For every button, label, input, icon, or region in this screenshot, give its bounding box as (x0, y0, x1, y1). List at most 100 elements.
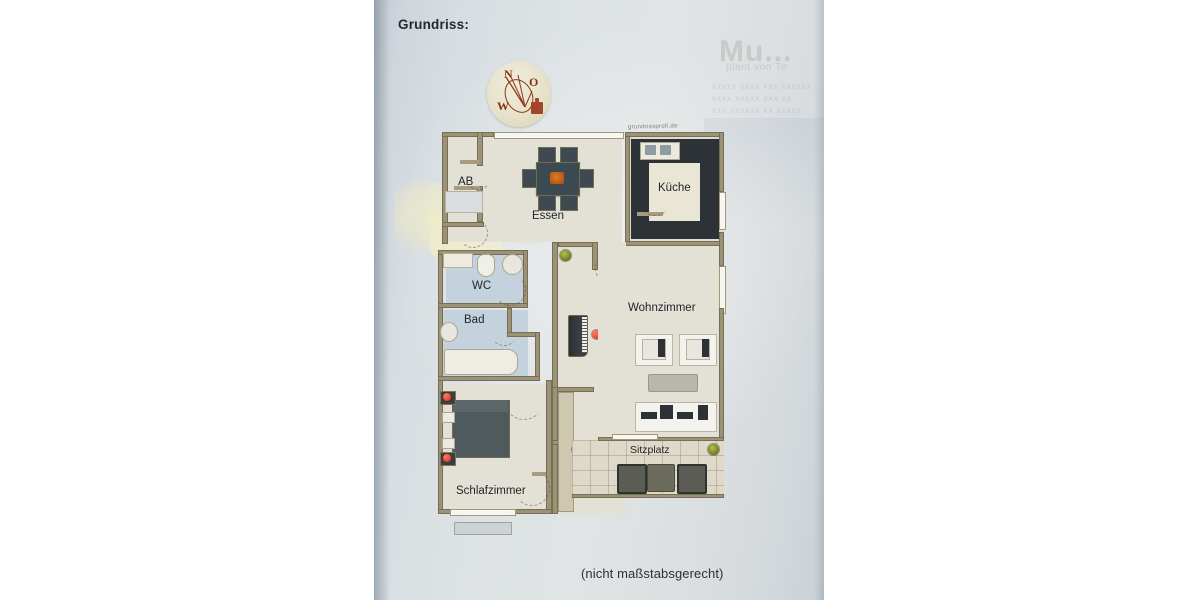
bedside-lamp-right-icon (443, 454, 451, 462)
compass-east-label: O (529, 75, 539, 89)
armchair-left-cushion (658, 339, 665, 357)
wall-upper-left (442, 132, 448, 244)
compass-house-icon (531, 98, 543, 114)
terrace-table (647, 464, 675, 492)
coffee-table (648, 374, 698, 392)
plant-sitzplatz-icon (708, 444, 719, 455)
compass-rose-icon: N O W (487, 61, 551, 127)
door-arc-flur-schlafzimmer (504, 380, 544, 420)
wall-bad-bottom (438, 376, 540, 381)
terrace-chair-left (617, 464, 647, 494)
sofa-cushion-3 (677, 412, 693, 419)
ab-shelf-lower (454, 186, 480, 190)
wall-bad-notch-top (507, 332, 540, 337)
window-essen-top (494, 132, 624, 139)
wall-upper-top-left (442, 132, 494, 137)
wall-sitzplatz-top (598, 437, 724, 441)
kueche-counter-right (700, 139, 719, 239)
schlafzimmer-balcony (454, 522, 512, 535)
ab-shelf-upper (460, 160, 480, 164)
wc-counter (443, 253, 473, 268)
window-terrace-door (612, 434, 658, 440)
room-label-essen: Essen (532, 210, 564, 222)
compass-needle-icon (504, 74, 534, 113)
red-ball-icon (592, 330, 601, 339)
watermark-text: grundrissprofi.de (627, 123, 678, 131)
wall-bad-right-lower (535, 332, 540, 380)
door-arc-bad (490, 318, 518, 346)
room-label-sitzplatz: Sitzplatz (630, 444, 670, 456)
bad-bathtub (444, 349, 518, 375)
page-left-shadow (374, 0, 390, 600)
dining-chair-left (522, 169, 537, 188)
bad-sink (440, 322, 458, 342)
bleed-through-line-1: xxxxx xxxx xxx xxxxxx (712, 82, 812, 91)
bleed-through-logo: Mu... (719, 35, 793, 68)
room-label-kueche: Küche (658, 182, 691, 194)
dining-chair-top-left (538, 147, 556, 163)
window-wohnzimmer-upper (719, 266, 726, 314)
room-label-schlafzimmer: Schlafzimmer (456, 485, 526, 497)
door-leaf-schlafzimmer (532, 472, 546, 476)
wall-wohnzimmer-right-top (719, 232, 724, 266)
bed-pillow-left (442, 412, 455, 423)
wall-ab-right-upper (477, 132, 483, 166)
kueche-stove (660, 145, 671, 155)
floor-plan: AB Essen Küche (432, 122, 762, 552)
ab-cabinet (445, 191, 483, 213)
wc-toilet (477, 254, 495, 277)
wall-wc-top (438, 250, 528, 255)
wc-sink (502, 254, 523, 275)
door-arc-schlafzimmer (514, 470, 550, 506)
bleed-through-subtitle: plant von Te (726, 62, 787, 73)
wall-wc-bottom (438, 303, 508, 308)
wall-schlafzimmer-right (546, 380, 552, 514)
room-label-wc: WC (472, 280, 492, 292)
table-centerpiece (550, 172, 564, 184)
dining-chair-top-right (560, 147, 578, 163)
wall-left-outer (438, 252, 443, 514)
wall-wc-right (523, 250, 528, 308)
door-arc-wc (494, 274, 526, 306)
armchair-right-cushion (702, 339, 709, 357)
dining-chair-bottom-right (560, 195, 578, 211)
sofa-cushion-4 (698, 405, 708, 420)
terrace-chair-right (677, 464, 707, 494)
wall-wohnzimmer-right (719, 308, 724, 442)
scale-caption: (nicht maßstabsgerecht) (581, 566, 724, 581)
sofa-cushion-1 (641, 412, 657, 419)
wall-wc-bottom-stub (507, 303, 528, 308)
page-title: Grundriss: (398, 17, 470, 32)
wall-sitzplatz-bottom (572, 494, 724, 498)
wall-flur-top-stub (592, 242, 598, 270)
wall-kueche-left (625, 132, 630, 246)
kueche-sink-basin (645, 145, 656, 155)
piano-keys (582, 317, 587, 353)
compass-north-label: N (504, 67, 513, 81)
door-arc-ab-lower (458, 218, 488, 248)
window-schlafzimmer (450, 509, 516, 516)
bedside-lamp-left-icon (443, 393, 451, 401)
room-label-bad: Bad (464, 314, 485, 326)
room-label-ab: AB (458, 176, 474, 188)
door-arc-ab (465, 164, 491, 190)
bleed-through-line-3: xxx xxxxxx xx xxxxx (712, 106, 802, 115)
bleed-through-line-2: xxxx xxxxx xxx xx (712, 94, 792, 103)
wall-kueche-bottom (625, 241, 724, 246)
door-arc-kueche (639, 184, 671, 216)
wall-flur-left-lower (552, 387, 558, 514)
page-right-shadow (814, 0, 824, 600)
wall-kueche-top (625, 132, 724, 137)
room-label-wohnzimmer: Wohnzimmer (628, 302, 696, 314)
kueche-counter-bottom (631, 221, 719, 239)
wall-flur-mid (552, 387, 594, 392)
wall-flur-top (558, 242, 598, 247)
sofa-cushion-2 (660, 405, 673, 419)
bed-headboard-zone (452, 400, 508, 412)
plant-flur-top-icon (560, 250, 571, 261)
window-kueche-right (719, 192, 726, 230)
wall-kueche-right-upper (719, 132, 724, 192)
scanned-page: Mu... plant von Te xxxxx xxxx xxx xxxxxx… (374, 0, 824, 600)
dining-chair-bottom-left (538, 195, 556, 211)
